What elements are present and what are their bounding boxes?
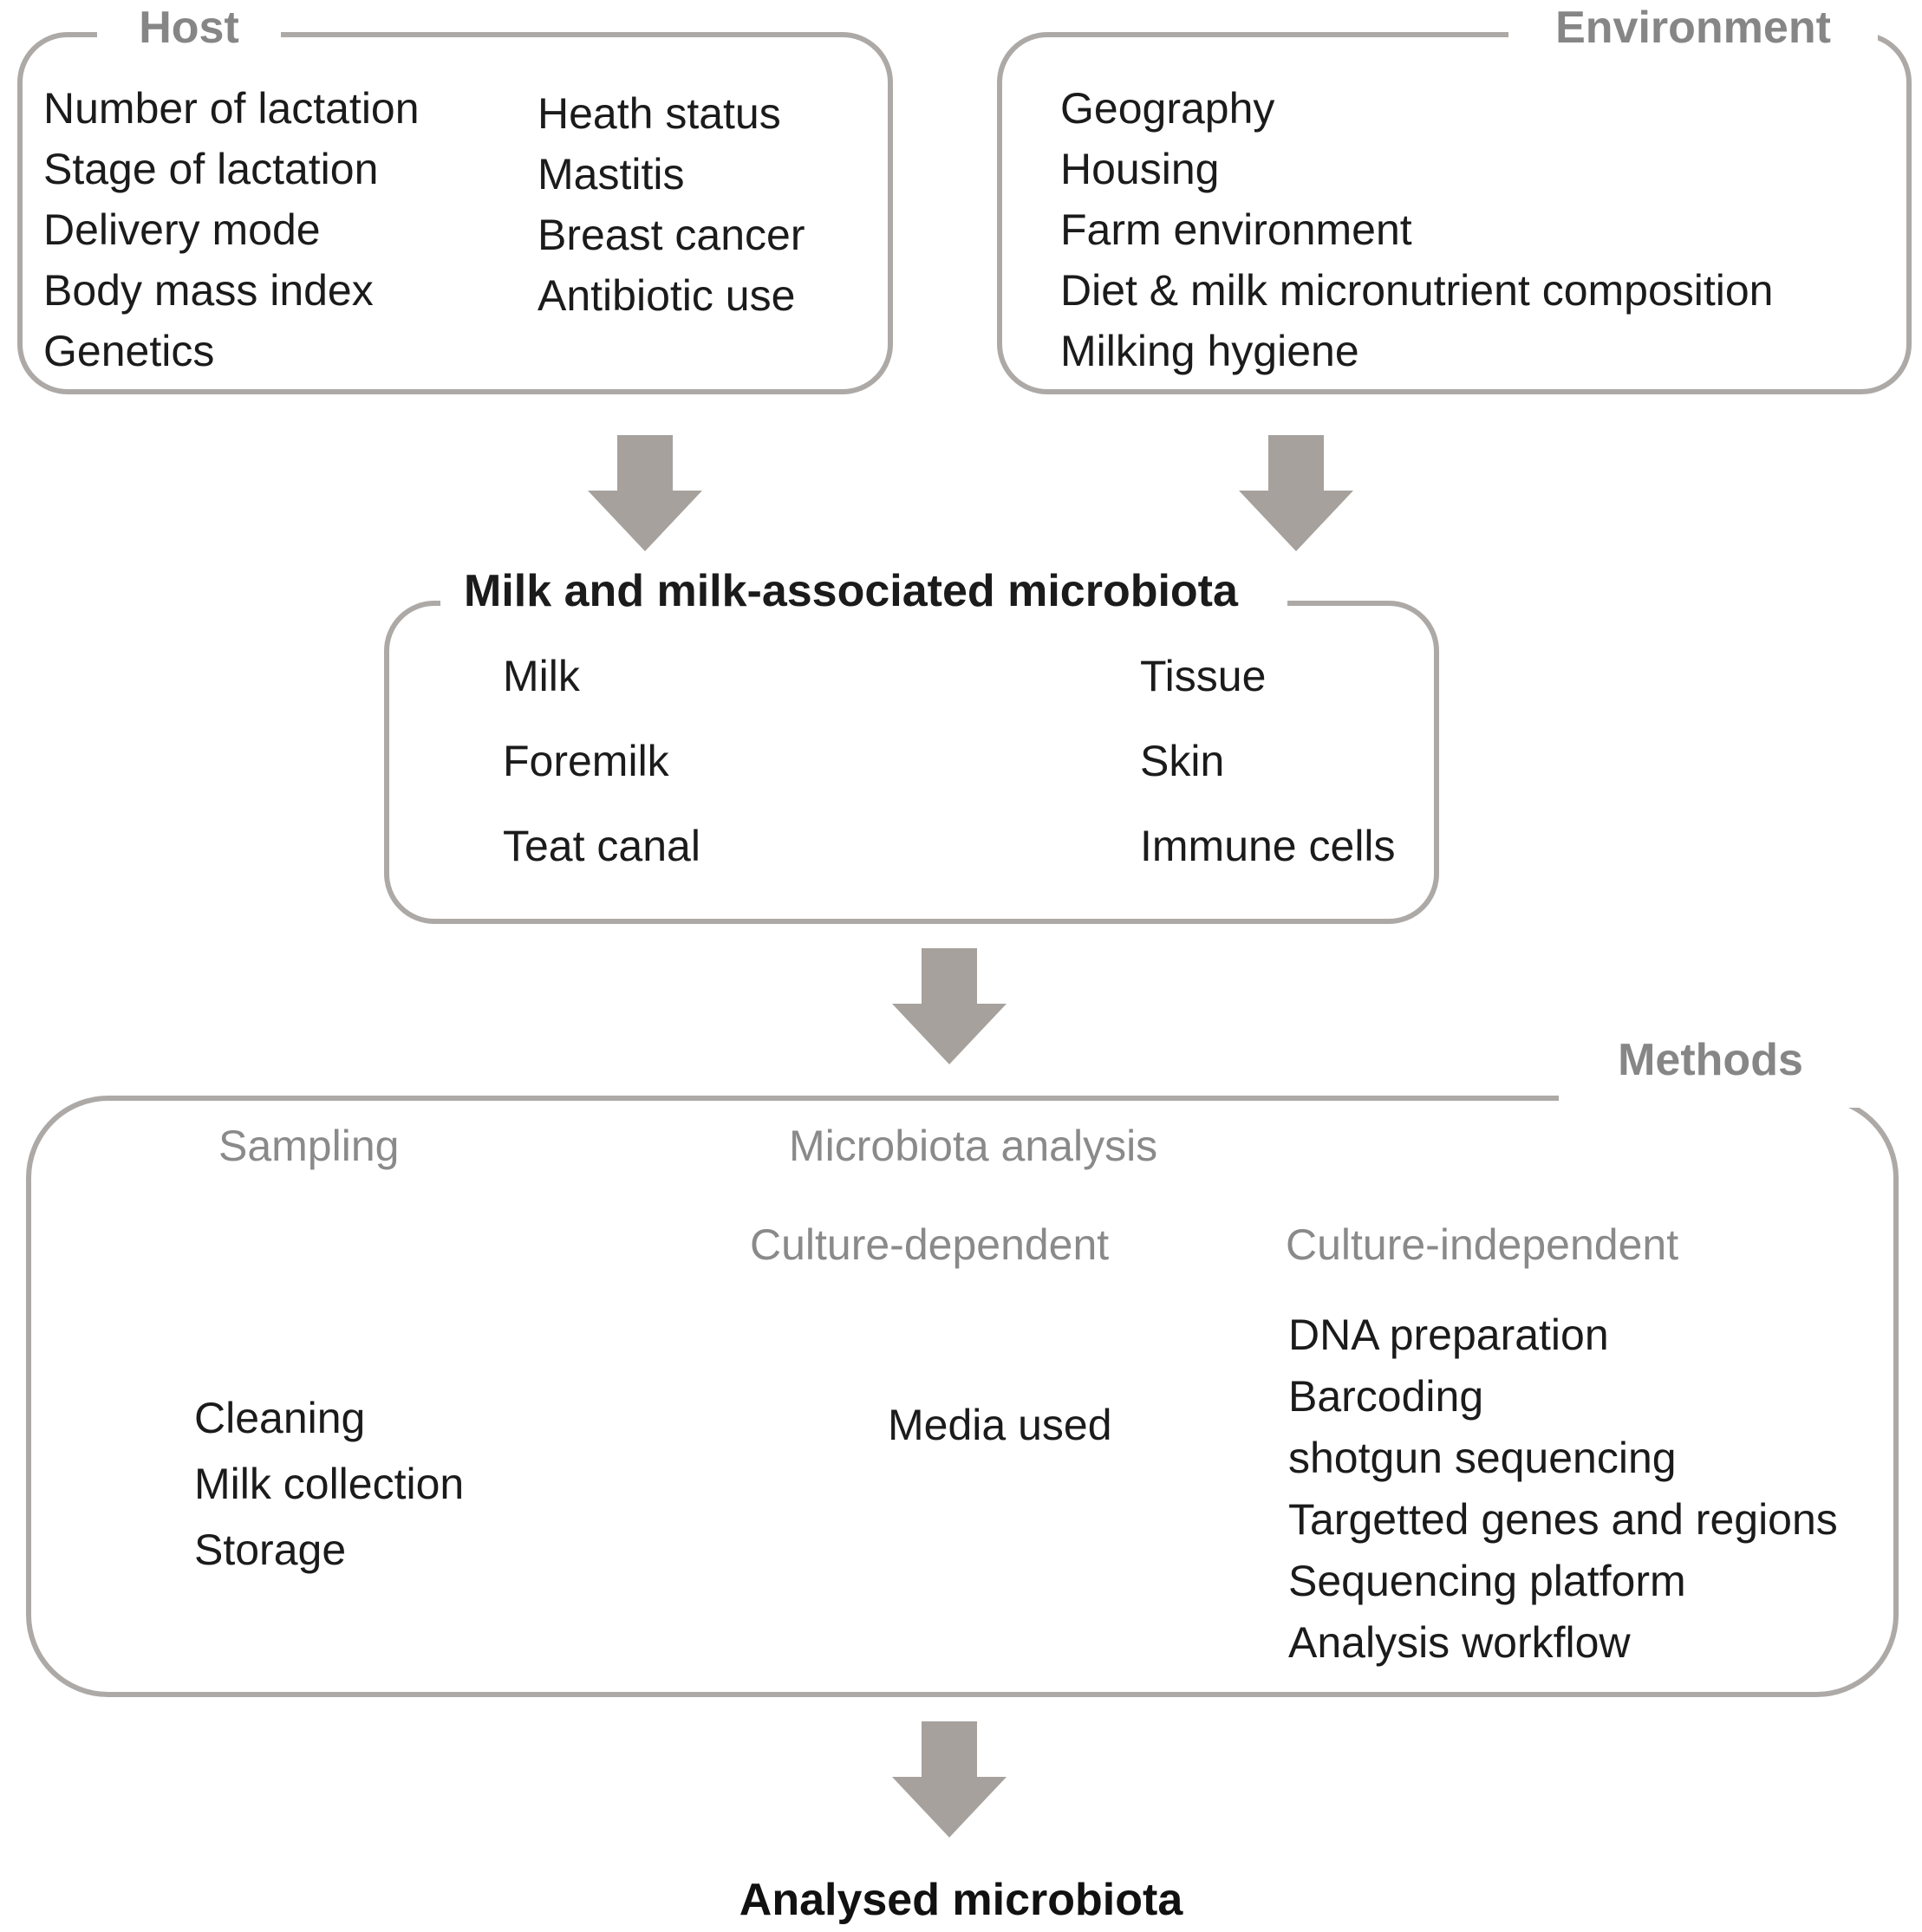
list-item: Skin [1140,737,1225,785]
list-item: Diet & milk micronutrient composition [1060,266,1774,315]
list-item: Cleaning [194,1394,366,1442]
microbiota-analysis-header: Microbiota analysis [789,1122,1158,1170]
down-arrow-icon [588,435,702,551]
list-item: Teat canal [503,822,700,870]
list-item: Genetics [43,327,215,375]
milk-sample-column-1: Milk Foremilk Teat canal [503,634,700,888]
analysed-microbiota-label: Analysed microbiota [739,1875,1183,1925]
list-item: Milk collection [194,1460,465,1508]
list-item: Housing [1060,145,1220,193]
list-item: Body mass index [43,266,374,315]
list-item: Geography [1060,84,1275,133]
sampling-items: Cleaning Milk collection Storage [194,1385,464,1583]
culture-dependent-header: Culture-dependent [750,1220,1110,1269]
environment-box [997,32,1912,394]
list-item: shotgun sequencing [1288,1434,1677,1482]
list-item: Breast cancer [538,211,805,259]
list-item: Stage of lactation [43,145,379,193]
sampling-header: Sampling [218,1122,400,1170]
list-item: Heath status [538,89,781,138]
list-item: Milking hygiene [1060,327,1359,375]
list-item: Analysis workflow [1288,1618,1631,1667]
host-factors-column-2: Heath status Mastitis Breast cancer Anti… [538,83,805,326]
list-item: Delivery mode [43,205,321,254]
list-item: Targetted genes and regions [1288,1495,1838,1544]
list-item: DNA preparation [1288,1311,1609,1359]
list-item: Storage [194,1525,347,1574]
environment-box-title: Environment [1508,0,1878,55]
list-item: Tissue [1140,652,1267,700]
list-item: Foremilk [503,737,669,785]
methods-box [26,1096,1899,1697]
host-factors-column-1: Number of lactation Stage of lactation D… [43,78,420,381]
culture-independent-header: Culture-independent [1286,1220,1679,1269]
host-box [17,32,893,394]
down-arrow-icon [892,1721,1007,1838]
list-item: Antibiotic use [538,271,796,320]
list-item: Milk [503,652,580,700]
list-item: Number of lactation [43,84,420,133]
methods-box-title: Methods [1559,1033,1862,1108]
host-box-title: Host [97,0,281,55]
down-arrow-icon [892,948,1007,1064]
down-arrow-icon [1239,435,1353,551]
milk-microbiota-box-title: Milk and milk-associated microbiota [440,560,1287,622]
culture-independent-items: DNA preparation Barcoding shotgun sequen… [1288,1304,1838,1674]
list-item: Mastitis [538,150,685,198]
environment-factors-column: Geography Housing Farm environment Diet … [1060,78,1774,381]
list-item: Sequencing platform [1288,1557,1686,1605]
list-item: Farm environment [1060,205,1412,254]
media-used-item: Media used [888,1401,1112,1449]
list-item: Barcoding [1288,1372,1484,1421]
list-item: Immune cells [1140,822,1396,870]
milk-sample-column-2: Tissue Skin Immune cells [1140,634,1396,888]
